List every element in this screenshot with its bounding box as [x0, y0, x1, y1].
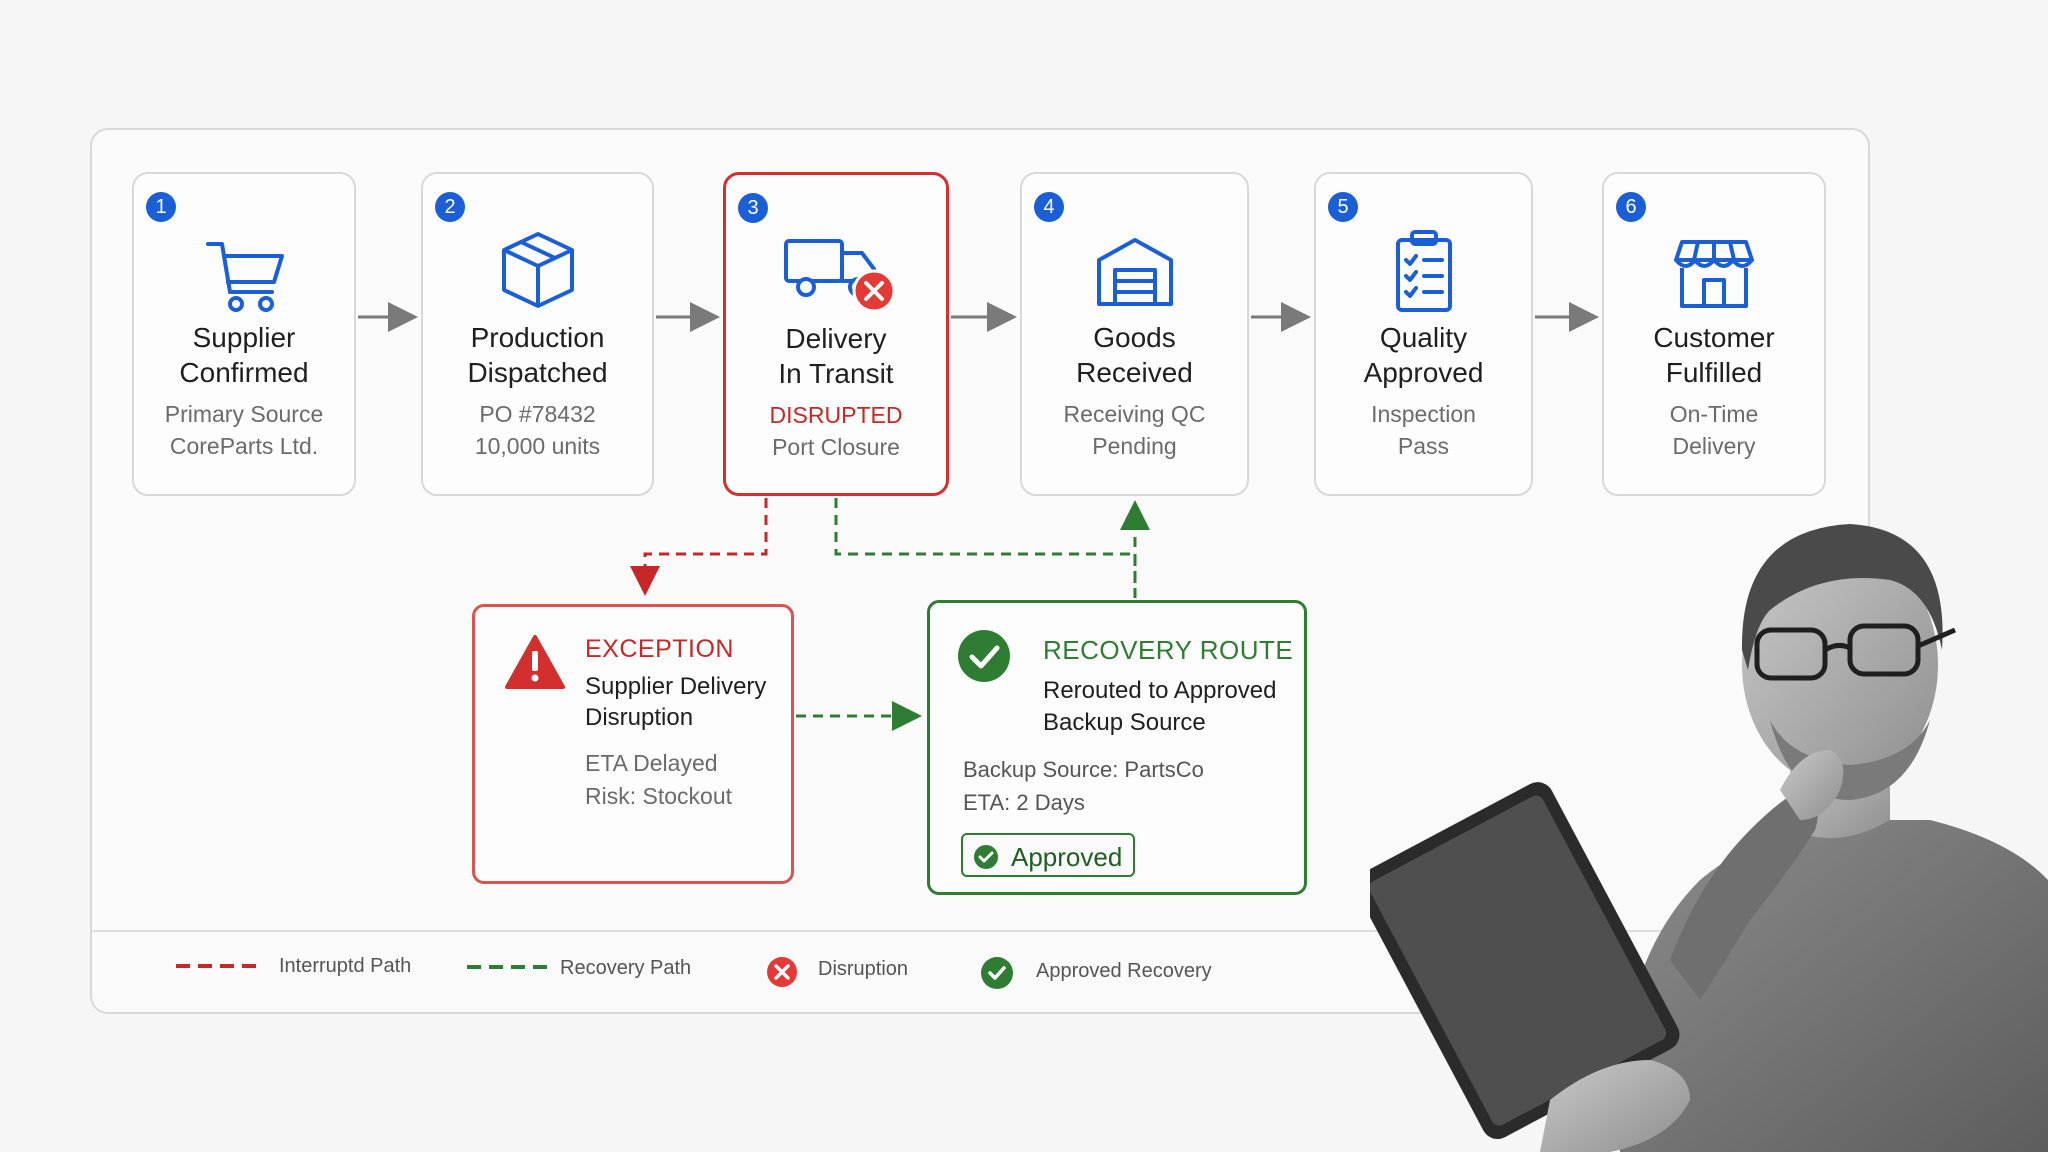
step-number-badge: 5	[1328, 192, 1358, 222]
shopping-cart-icon	[206, 242, 284, 312]
legend-recovery-label: Recovery Path	[560, 957, 692, 979]
step-detail-line1: Inspection	[1371, 401, 1476, 427]
legend-divider	[92, 930, 1868, 932]
interrupted-path	[630, 498, 768, 596]
step-card-supplier-confirmed[interactable]: 1 Supplier Confirmed Primary Source Core…	[132, 172, 356, 496]
step-title-line1: Delivery	[785, 323, 887, 354]
recovery-title: RECOVERY ROUTE	[1043, 635, 1294, 665]
eta-text: ETA: 2 Days	[963, 790, 1085, 815]
step-title-line2: Confirmed	[179, 357, 309, 388]
step-detail-line1: Primary Source	[164, 401, 324, 427]
step-title-line2: Received	[1076, 357, 1193, 388]
recovery-path-to-goods	[834, 498, 1137, 598]
disruption-x-icon	[767, 957, 797, 987]
step-detail-line2: CoreParts Ltd.	[169, 433, 319, 459]
legend-interrupted-label: Interruptd Path	[279, 955, 412, 977]
step-detail-line1: PO #78432	[479, 401, 596, 427]
check-circle-icon	[958, 630, 1010, 682]
warehouse-icon	[1096, 238, 1173, 306]
step-title: Customer Fulfilled	[1604, 320, 1824, 390]
step-title: Quality Approved	[1316, 320, 1531, 390]
person-with-tablet-image	[1370, 524, 2048, 1152]
approved-button-label: Approved	[1011, 842, 1123, 872]
step-title-line1: Production	[470, 322, 605, 353]
step-detail-line2: 10,000 units	[474, 433, 601, 459]
step-number-badge: 3	[738, 193, 768, 223]
step-title-line2: In Transit	[778, 358, 894, 389]
step-title: Supplier Confirmed	[134, 320, 354, 390]
risk-text: Risk: Stockout	[585, 783, 732, 809]
step-title-line2: Dispatched	[467, 357, 608, 388]
step-detail-line2: Delivery	[1672, 433, 1756, 459]
disruption-x-icon	[852, 269, 896, 313]
exception-details: ETA Delayed Risk: Stockout	[585, 747, 732, 813]
step-detail-line1: Receiving QC	[1063, 401, 1206, 427]
exception-card[interactable]: EXCEPTION Supplier Delivery Disruption E…	[472, 604, 794, 884]
recovery-description: Rerouted to Approved Backup Source	[1043, 675, 1293, 739]
step-title-line1: Supplier	[192, 322, 296, 353]
step-title-line2: Approved	[1363, 357, 1484, 388]
step-detail-line2: Port Closure	[772, 434, 900, 460]
step-card-goods-received[interactable]: 4 Goods Received Receiving QC Pending	[1020, 172, 1249, 496]
step-detail-line2: Pass	[1397, 433, 1450, 459]
step-number-badge: 2	[435, 192, 465, 222]
exception-description: Supplier Delivery Disruption	[585, 671, 785, 733]
step-title: Delivery In Transit	[726, 321, 946, 391]
legend-disruption-label: Disruption	[818, 958, 909, 980]
step-title-line1: Quality	[1379, 322, 1468, 353]
status-disrupted-label: DISRUPTED	[769, 402, 903, 428]
exception-title: EXCEPTION	[585, 635, 734, 663]
recovery-path-swatch	[467, 965, 551, 969]
step-number-badge: 6	[1616, 192, 1646, 222]
step-title-line1: Customer	[1653, 322, 1775, 353]
legend-approved-label: Approved Recovery	[1036, 960, 1212, 982]
approved-button[interactable]: Approved	[961, 833, 1135, 877]
eta-delayed-text: ETA Delayed	[585, 750, 718, 776]
step-card-production-dispatched[interactable]: 2 Production Dispatched PO #78432 10,000…	[421, 172, 654, 496]
step-title-line1: Goods	[1093, 322, 1176, 353]
exception-line2: Disruption	[585, 704, 694, 731]
step-title: Production Dispatched	[423, 320, 652, 390]
recovery-details: Backup Source: PartsCo ETA: 2 Days	[963, 753, 1204, 819]
step-number-badge: 4	[1034, 192, 1064, 222]
warning-icon	[505, 635, 565, 689]
step-number-badge: 1	[146, 192, 176, 222]
step-card-delivery-in-transit[interactable]: 3 Delivery In Transit DISRUPTED Port Clo…	[723, 172, 949, 496]
step-title: Goods Received	[1022, 320, 1247, 390]
check-circle-icon	[974, 845, 998, 869]
recovery-line2: Backup Source	[1043, 709, 1206, 736]
recovery-route-card[interactable]: RECOVERY ROUTE Rerouted to Approved Back…	[927, 600, 1307, 895]
step-detail-line1: On-Time	[1669, 401, 1759, 427]
exception-line1: Supplier Delivery	[585, 673, 767, 700]
clipboard-checklist-icon	[1395, 230, 1452, 312]
truck-icon	[784, 239, 896, 313]
box-icon	[501, 232, 574, 308]
recovery-line1: Rerouted to Approved	[1043, 677, 1277, 704]
step-card-quality-approved[interactable]: 5 Quality Approved Inspection Pass	[1314, 172, 1533, 496]
step-title-line2: Fulfilled	[1665, 357, 1763, 388]
step-card-customer-fulfilled[interactable]: 6 Customer Fulfilled On-Time Delivery	[1602, 172, 1826, 496]
storefront-icon	[1674, 240, 1754, 308]
approved-check-icon	[981, 957, 1013, 989]
step-detail-line2: Pending	[1092, 433, 1177, 459]
backup-source-text: Backup Source: PartsCo	[963, 757, 1204, 782]
interrupted-path-swatch	[176, 964, 260, 968]
